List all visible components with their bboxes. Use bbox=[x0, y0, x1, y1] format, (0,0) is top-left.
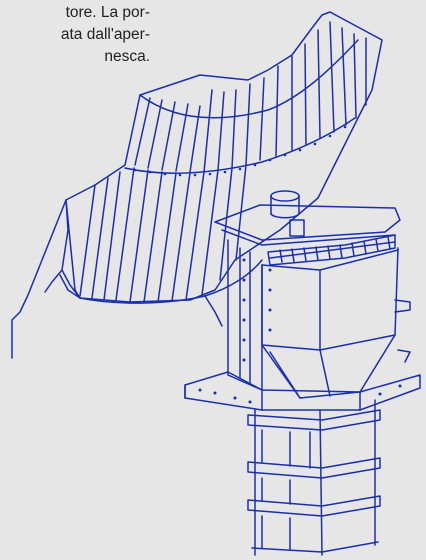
inclined-screen bbox=[12, 12, 382, 358]
text-line-2: ata dall'aper- bbox=[60, 26, 150, 43]
paragraph-fragment: tore. La por- ata dall'aper- nesca. bbox=[0, 2, 150, 68]
base-plate bbox=[185, 372, 420, 410]
vertical-duct bbox=[248, 400, 380, 555]
bolt-row bbox=[133, 125, 347, 177]
text-line-3: nesca. bbox=[104, 48, 150, 65]
text-line-1: tore. La por- bbox=[65, 4, 150, 21]
main-housing bbox=[215, 191, 410, 398]
